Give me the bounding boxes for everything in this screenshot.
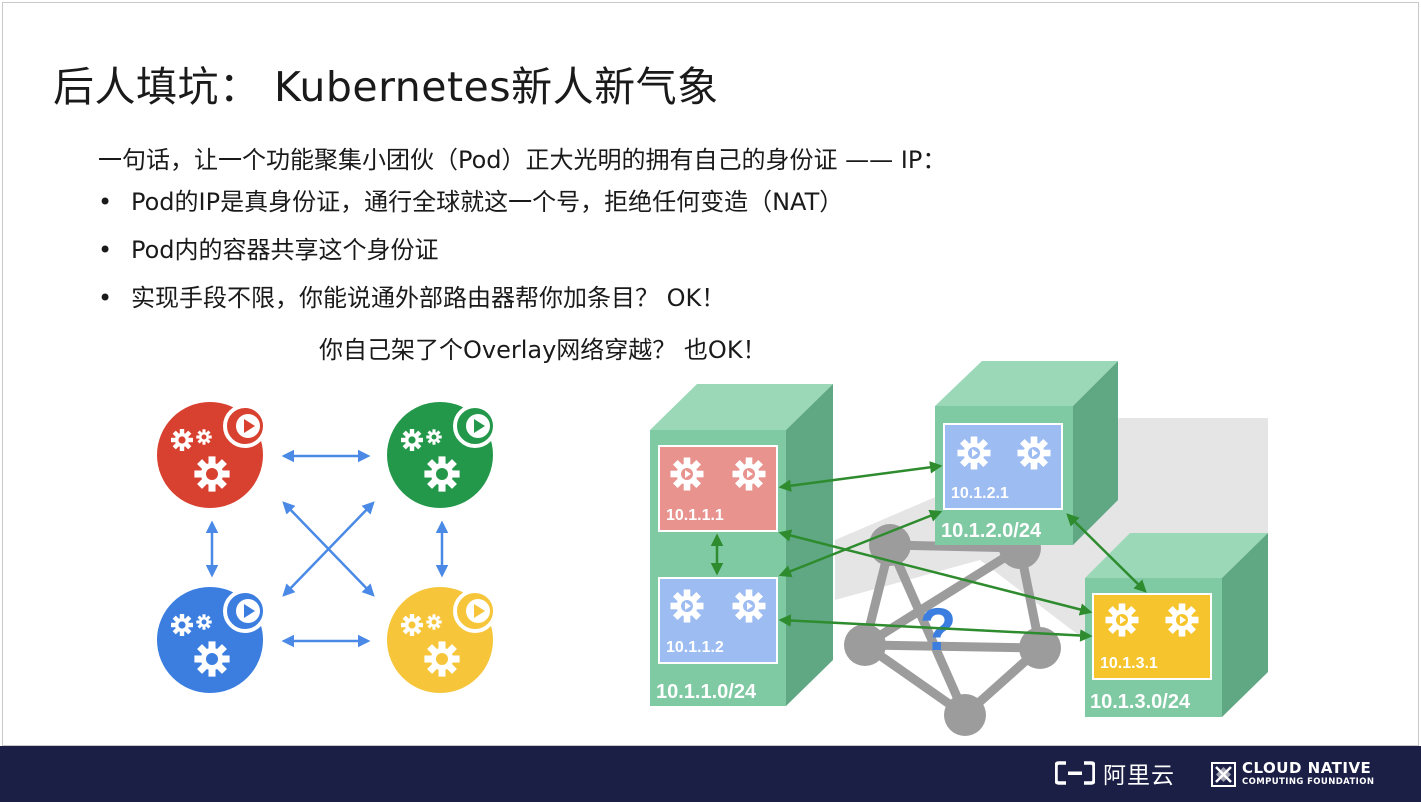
bullet-marker: • <box>98 236 113 264</box>
footer-bar: 阿里云 CLOUD NATIVE COMPUTING FOUNDATION <box>0 746 1421 802</box>
cncf-line2: COMPUTING FOUNDATION <box>1242 777 1375 788</box>
cncf-line1: CLOUD NATIVE <box>1242 759 1372 778</box>
alibaba-cloud-name: 阿里云 <box>1103 763 1175 789</box>
alibaba-cloud-icon <box>1055 761 1095 785</box>
cncf-icon <box>1211 761 1236 787</box>
bullet-text: 实现手段不限，你能说通外部路由器帮你加条目？ OK！ <box>131 284 726 312</box>
alibaba-cloud-logo: 阿里云 <box>1055 758 1175 789</box>
pod-green-icon <box>387 402 497 508</box>
node-subnet-label: 10.1.2.0/24 <box>941 520 1042 542</box>
node-subnet-label: 10.1.1.0/24 <box>656 681 757 703</box>
pod-red-icon <box>157 402 267 508</box>
pod-card-10-1-1-1: 10.1.1.1 <box>658 445 778 532</box>
pod-mesh-arrows <box>205 449 449 648</box>
pod-blue-icon <box>157 587 267 693</box>
pod-ip-label: 10.1.1.1 <box>666 507 724 524</box>
pod-ip-label: 10.1.1.2 <box>666 639 724 656</box>
bullet-text: Pod的IP是真身份证，通行全球就这一个号，拒绝任何变造（NAT） <box>131 188 844 216</box>
cncf-logo: CLOUD NATIVE COMPUTING FOUNDATION <box>1211 759 1374 789</box>
network-diagram: ? 10.1.1.0/24 10.1.1.1 10.1.1.2 10.1.2.0… <box>157 361 1268 736</box>
intro-text: 一句话，让一个功能聚集小团伙（Pod）正大光明的拥有自己的身份证 —— IP： <box>98 146 947 174</box>
bullet-marker: • <box>98 188 113 216</box>
pod-ip-label: 10.1.2.1 <box>951 485 1009 502</box>
bullet-text: Pod内的容器共享这个身份证 <box>131 236 439 264</box>
pod-yellow-icon <box>387 587 497 693</box>
pod-ip-arrows <box>710 461 1147 642</box>
bullet-marker: • <box>98 284 113 312</box>
pod-ip-label: 10.1.3.1 <box>1100 655 1158 672</box>
pod-card-10-1-3-1: 10.1.3.1 <box>1092 593 1212 680</box>
pod-card-10-1-1-2: 10.1.1.2 <box>658 577 778 664</box>
slide-title: 后人填坑： Kubernetes新人新气象 <box>53 63 719 111</box>
pod-card-10-1-2-1: 10.1.2.1 <box>943 423 1063 510</box>
bullet-continuation: 你自己架了个Overlay网络穿越？ 也OK！ <box>319 336 767 364</box>
node-subnet-label: 10.1.3.0/24 <box>1090 691 1191 713</box>
